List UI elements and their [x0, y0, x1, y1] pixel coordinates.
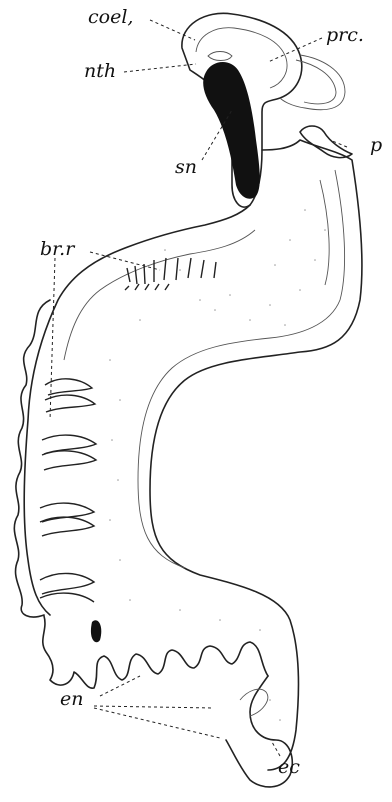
label-en: en [60, 690, 83, 709]
body-outline [24, 140, 362, 770]
label-sn: sn [175, 158, 197, 177]
label-p: p [370, 136, 382, 155]
label-prc: prc. [326, 26, 364, 45]
label-nth: nth [84, 62, 116, 81]
endoderm-dark-spot [91, 620, 101, 642]
branchial-bars [40, 258, 216, 602]
branchial-outer-edge [14, 300, 50, 617]
process-p [300, 126, 352, 158]
label-ec: ec [278, 758, 300, 777]
endoderm-folds [43, 616, 268, 688]
notochord [208, 52, 232, 61]
label-brr: br.r [40, 240, 74, 259]
tissue-stipple [109, 209, 326, 721]
label-coel: coel, [88, 8, 133, 27]
head-region [182, 13, 345, 207]
